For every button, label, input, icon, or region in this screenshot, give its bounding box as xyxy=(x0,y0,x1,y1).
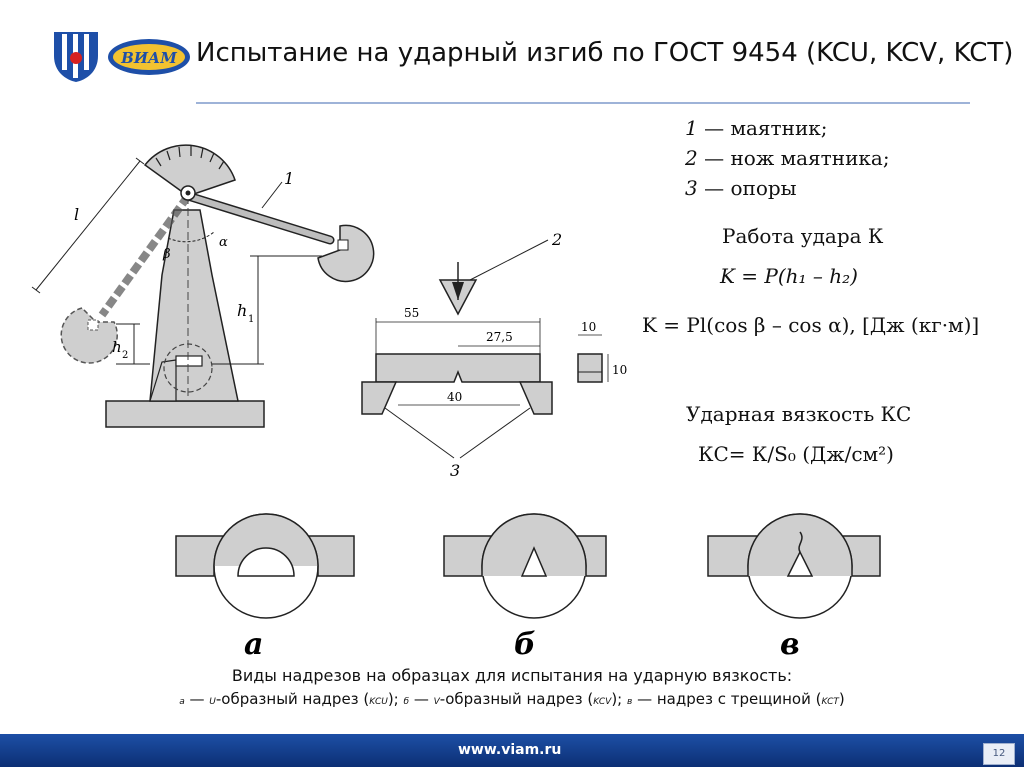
dim-27-5: 27,5 xyxy=(486,330,513,344)
h2-label: h xyxy=(112,338,122,356)
legend-item-1: 1 — маятник; xyxy=(685,113,890,143)
machine-base xyxy=(105,400,265,428)
machine-column xyxy=(149,209,239,402)
dim-10a: 10 xyxy=(581,320,596,334)
length-label: l xyxy=(74,205,79,224)
pendulum-hammer-swung xyxy=(60,307,118,364)
legend-text: — опоры xyxy=(697,176,797,200)
dim-40: 40 xyxy=(447,390,462,404)
notch-c-label: в xyxy=(780,627,800,662)
title-divider xyxy=(196,102,970,104)
toughness-formula: КС= К/S₀ (Дж/см²) xyxy=(698,442,894,466)
caption-small: в xyxy=(627,697,633,707)
caption-small: KCU xyxy=(369,697,388,707)
caption-text: -образный надрез ( xyxy=(215,690,370,708)
viam-logo: ВИАМ xyxy=(108,39,190,75)
h1-sub: 1 xyxy=(248,314,254,325)
work-title: Работа удара К xyxy=(722,224,884,248)
caption-text: ); xyxy=(387,690,404,708)
support-left xyxy=(361,381,398,415)
caption-text: — xyxy=(184,690,210,708)
work-formula-2: K = Pl(cos β – cos α), [Дж (кг·м)] xyxy=(642,313,980,337)
caption-line-1: Виды надрезов на образцах для испытания … xyxy=(231,666,793,685)
legend-num: 2 xyxy=(685,146,698,170)
legend-item-2: 2 — нож маятника; xyxy=(685,143,890,173)
beta-label: β xyxy=(162,247,171,262)
caption-line-2: а — U-образный надрез (KCU); б — V-образ… xyxy=(0,690,1024,708)
caption-text: — xyxy=(409,690,434,708)
specimen xyxy=(375,353,541,383)
h1-label: h xyxy=(237,301,247,320)
notch-b xyxy=(443,513,607,619)
caption-small: а xyxy=(179,697,185,707)
legend-num: 3 xyxy=(685,176,698,200)
caption-small: б xyxy=(403,697,410,707)
institute-emblem-icon xyxy=(54,32,98,82)
specimen-holder xyxy=(175,355,203,367)
support-right xyxy=(518,381,553,415)
h2-sub: 2 xyxy=(122,350,128,361)
caption-small: U xyxy=(209,697,216,707)
notch-c xyxy=(707,513,881,619)
caption-small: V xyxy=(433,697,440,707)
page-title: Испытание на ударный изгиб по ГОСТ 9454 … xyxy=(196,38,1014,68)
alpha-label: α xyxy=(219,235,228,250)
dim-10b: 10 xyxy=(612,363,627,377)
toughness-title: Ударная вязкость КС xyxy=(686,402,912,426)
pendulum-hammer-raised xyxy=(317,224,375,283)
legend-text: — маятник; xyxy=(697,116,828,140)
notch-a-label: а xyxy=(244,627,263,662)
footer-bar xyxy=(0,734,1024,767)
page-number: 12 xyxy=(983,743,1015,765)
caption-text: ); xyxy=(611,690,628,708)
arm-label: 1 xyxy=(284,169,294,188)
notch-b-label: б xyxy=(514,627,536,662)
legend-num: 1 xyxy=(685,116,698,140)
caption-small: KCT xyxy=(821,697,839,707)
legend: 1 — маятник; 2 — нож маятника; 3 — опоры xyxy=(685,113,890,203)
notch-a xyxy=(175,513,355,619)
viam-logo-text: ВИАМ xyxy=(120,49,177,67)
work-formula-1: K = P(h₁ – h₂) xyxy=(720,264,858,288)
caption-text: ) xyxy=(838,690,845,708)
footer-url[interactable]: www.viam.ru xyxy=(458,742,562,758)
specimen-section xyxy=(577,353,603,383)
legend-item-3: 3 — опоры xyxy=(685,173,890,203)
supports-label: 3 xyxy=(450,461,460,480)
legend-text: — нож маятника; xyxy=(697,146,890,170)
knife-label: 2 xyxy=(551,230,562,249)
dim-55: 55 xyxy=(404,306,419,320)
caption-text: -образный надрез ( xyxy=(439,690,594,708)
caption-small: KCV xyxy=(593,697,612,707)
caption-text: — надрез с трещиной ( xyxy=(632,690,822,708)
